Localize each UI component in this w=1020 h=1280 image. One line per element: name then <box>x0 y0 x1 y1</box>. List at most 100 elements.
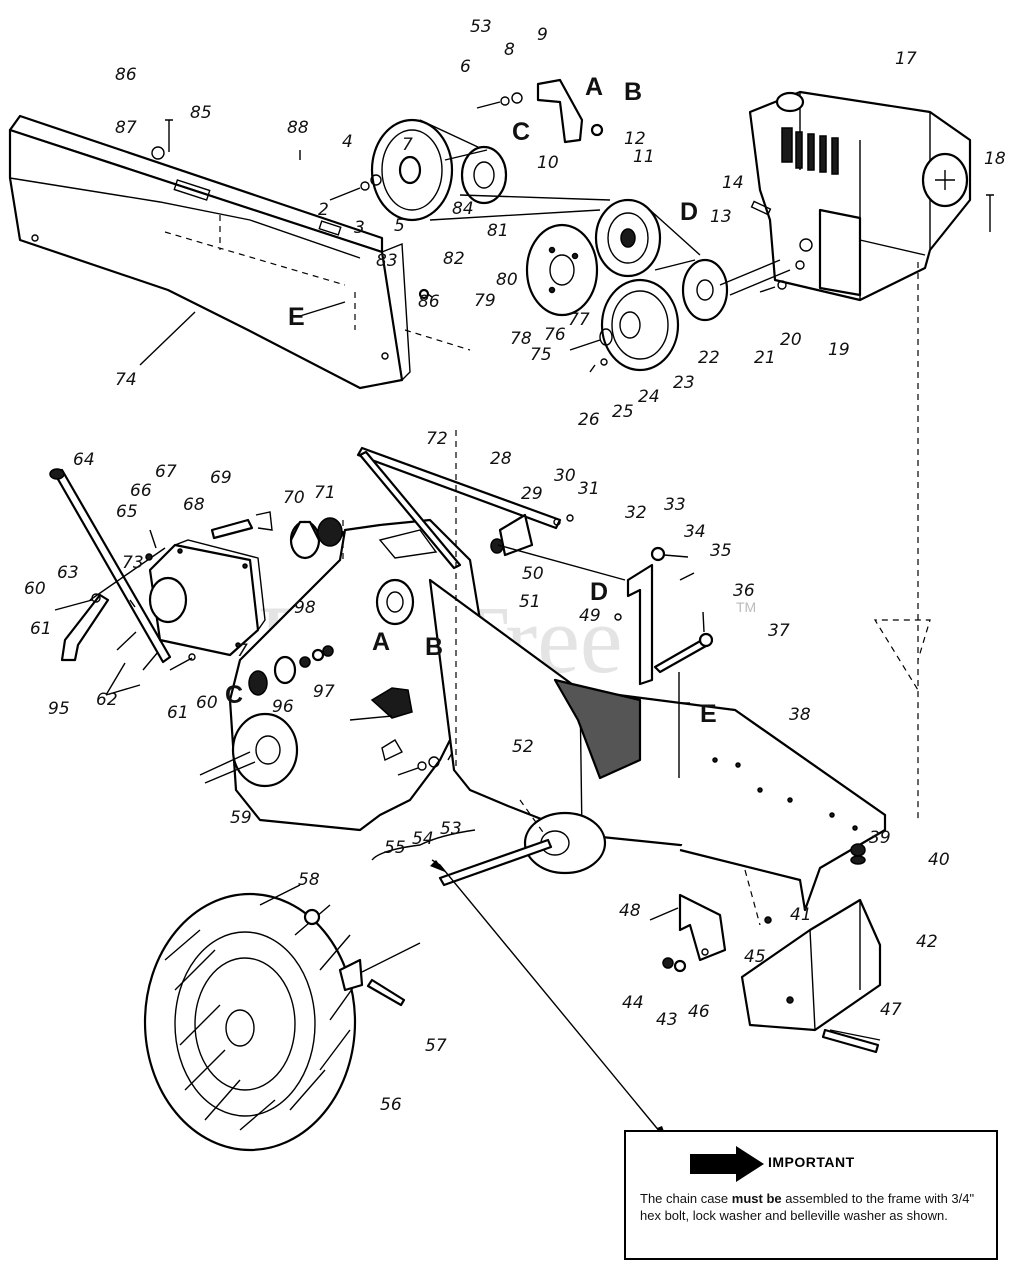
label-67: 67 <box>155 462 177 482</box>
label-75: 75 <box>530 345 552 365</box>
label-42: 42 <box>916 932 938 952</box>
important-note: IMPORTANT The chain case must be assembl… <box>624 1130 998 1260</box>
label-19: 19 <box>828 340 850 360</box>
bracket-46 <box>649 893 727 962</box>
label-21: 21 <box>754 348 776 368</box>
bolts-2-3 <box>329 174 382 201</box>
label-53-top: 53 <box>470 17 492 37</box>
label-14: 14 <box>722 173 744 193</box>
label-26: 26 <box>578 410 600 430</box>
connector-B-bottom: B <box>425 633 443 661</box>
bracket-95 <box>60 593 110 662</box>
label-7-top: 7 <box>402 135 413 155</box>
key-14 <box>750 200 772 216</box>
label-22: 22 <box>698 348 720 368</box>
label-52: 52 <box>512 737 534 757</box>
label-25: 25 <box>612 402 634 422</box>
label-12: 12 <box>624 129 646 149</box>
shaft-gears-96-97 <box>248 645 334 696</box>
note-title: IMPORTANT <box>768 1154 855 1170</box>
label-32: 32 <box>625 503 647 523</box>
gear-70 <box>289 520 321 560</box>
label-30: 30 <box>554 466 576 486</box>
rod-37 <box>653 611 714 674</box>
bolts-75-76 <box>569 328 613 351</box>
label-51: 51 <box>519 592 541 612</box>
label-3: 3 <box>354 218 365 238</box>
label-50: 50 <box>522 564 544 584</box>
label-47: 47 <box>880 1000 902 1020</box>
pulley-22 <box>681 258 729 322</box>
gear-housing <box>148 539 266 657</box>
wheel <box>143 884 421 1152</box>
label-40: 40 <box>928 850 950 870</box>
label-82: 82 <box>443 249 465 269</box>
label-74: 74 <box>115 370 137 390</box>
bolt-87 <box>151 146 165 160</box>
label-63: 63 <box>57 563 79 583</box>
label-46: 46 <box>688 1002 710 1022</box>
label-57: 57 <box>425 1036 447 1056</box>
label-83: 83 <box>376 251 398 271</box>
bolt-60-61-right <box>169 653 196 671</box>
label-11: 11 <box>633 147 655 167</box>
label-49: 49 <box>579 606 601 626</box>
connector-C-top: C <box>512 118 530 146</box>
gear-71 <box>317 517 343 547</box>
pulley-23 <box>600 278 680 372</box>
label-5: 5 <box>394 216 405 236</box>
bolt-65-66 <box>145 529 157 561</box>
bolt-86-cover <box>418 288 433 300</box>
label-4: 4 <box>342 132 353 152</box>
connector-B-top: B <box>624 78 642 106</box>
label-66: 66 <box>130 481 152 501</box>
label-68: 68 <box>183 495 205 515</box>
bolt-18 <box>986 194 994 232</box>
label-69: 69 <box>210 468 232 488</box>
long-shaft-28 <box>497 544 626 581</box>
label-61-left: 61 <box>30 619 52 639</box>
label-95: 95 <box>48 699 70 719</box>
label-72: 72 <box>426 429 448 449</box>
pulley-78 <box>525 223 599 317</box>
label-29: 29 <box>521 484 543 504</box>
leader-lines <box>105 149 690 1139</box>
label-62: 62 <box>96 690 118 710</box>
engine-shaft-bracket <box>719 238 813 296</box>
pins-62 <box>116 631 159 671</box>
bracket-9 <box>536 78 584 144</box>
label-61-right: 61 <box>167 703 189 723</box>
label-10: 10 <box>537 153 559 173</box>
dashed-guide-lines <box>342 262 931 926</box>
label-34: 34 <box>684 522 706 542</box>
bolt-60-61-left <box>54 593 101 611</box>
label-18: 18 <box>984 149 1006 169</box>
label-96: 96 <box>272 697 294 717</box>
label-73: 73 <box>122 553 144 573</box>
label-35: 35 <box>710 541 732 561</box>
weight-42 <box>740 898 882 1054</box>
shaft-69 <box>210 511 273 540</box>
connector-D-top: D <box>680 198 698 226</box>
label-98: 98 <box>294 598 316 618</box>
label-86-cover: 86 <box>418 292 440 312</box>
label-33: 33 <box>664 495 686 515</box>
label-9: 9 <box>537 25 548 45</box>
label-88: 88 <box>287 118 309 138</box>
bolt-6-washers <box>476 92 523 109</box>
label-56: 56 <box>380 1095 402 1115</box>
connector-A-top: A <box>585 73 603 101</box>
label-20: 20 <box>780 330 802 350</box>
label-13: 13 <box>710 207 732 227</box>
large-pulley <box>370 118 454 222</box>
connector-D-bottom: D <box>590 578 608 606</box>
belt-cover <box>8 114 411 390</box>
label-60-right: 60 <box>196 693 218 713</box>
arm-D <box>614 546 695 686</box>
label-8: 8 <box>504 40 515 60</box>
label-7-bottom: 7 <box>237 641 248 661</box>
label-80: 80 <box>496 270 518 290</box>
label-71: 71 <box>314 483 336 503</box>
label-60-left: 60 <box>24 579 46 599</box>
label-59: 59 <box>230 808 252 828</box>
